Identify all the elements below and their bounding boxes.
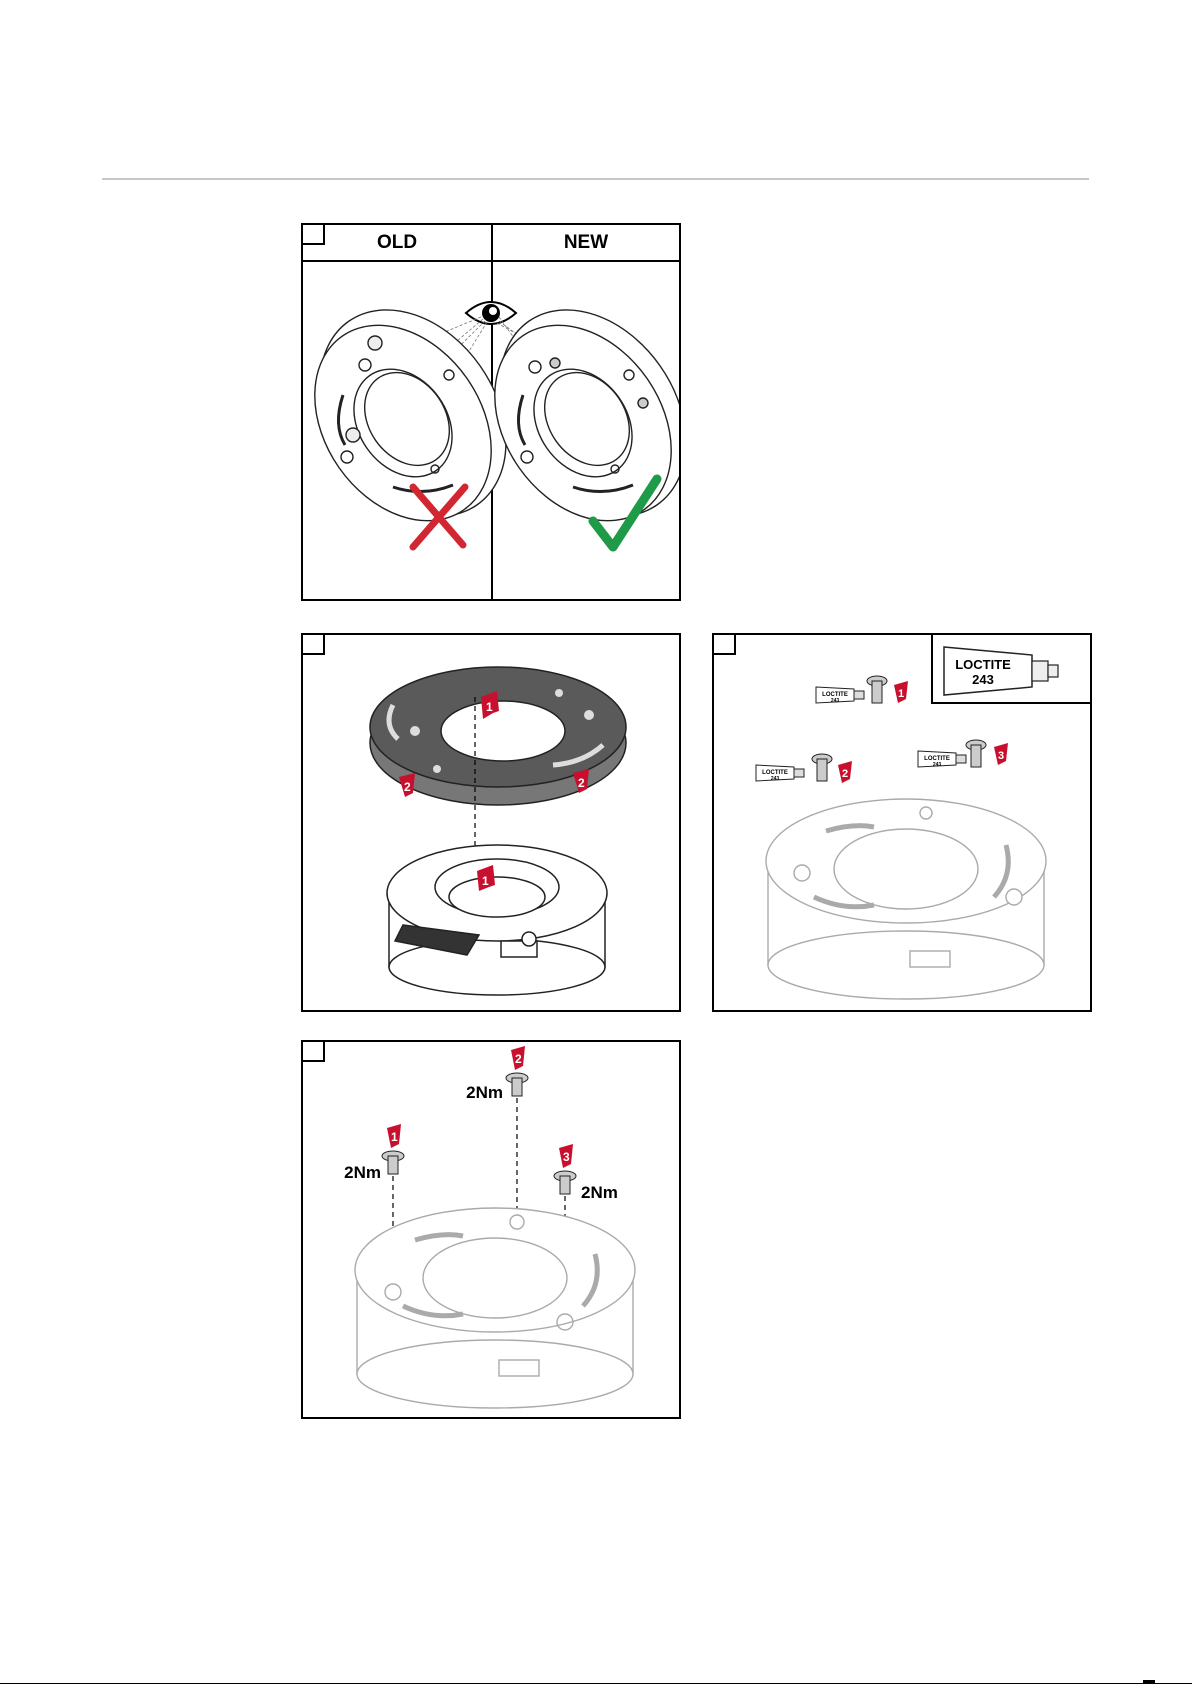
small-tube-1: LOCTITE 243 [816, 676, 887, 704]
footer-mark [1143, 1680, 1155, 1683]
screw-2 [506, 1073, 528, 1096]
tube-number: 243 [972, 672, 994, 687]
footer-divider [0, 1683, 1192, 1684]
assembly-illustration: 1 2 2 1 [303, 635, 679, 1010]
small-tube-2: LOCTITE 243 [756, 754, 832, 782]
svg-text:1: 1 [898, 688, 904, 700]
step-number-2: 2 [515, 1052, 522, 1066]
panel-old-vs-new: OLD NEW [301, 223, 681, 601]
svg-text:243: 243 [933, 762, 942, 768]
torque-label-3: 2Nm [581, 1183, 618, 1202]
step-number-2: 2 [404, 780, 411, 794]
faded-housing [355, 1208, 635, 1408]
tube-brand: LOCTITE [955, 657, 1011, 672]
step-number-2: 2 [578, 776, 585, 790]
step-number-1: 1 [482, 874, 489, 888]
step-number-1: 1 [391, 1130, 398, 1144]
svg-text:243: 243 [771, 776, 780, 782]
header-divider [102, 178, 1089, 180]
panel-torque: 2Nm 2Nm 2Nm 1 2 3 [301, 1040, 681, 1419]
small-tube-3: LOCTITE 243 [918, 740, 986, 768]
panel-assembly: 1 2 2 1 [301, 633, 681, 1012]
bottom-housing [387, 845, 607, 995]
torque-illustration: 2Nm 2Nm 2Nm 1 2 3 [303, 1042, 679, 1417]
faded-housing [766, 799, 1046, 999]
old-new-illustration [303, 225, 679, 599]
screw-1 [382, 1151, 404, 1174]
step-number-1: 1 [486, 700, 493, 714]
panel-loctite: LOCTITE 243 LOCTITE 243 LOCTITE 243 LOCT… [712, 633, 1092, 1012]
svg-text:3: 3 [998, 750, 1004, 762]
loctite-illustration: LOCTITE 243 LOCTITE 243 LOCTITE 243 LOCT… [714, 635, 1090, 1010]
eye-icon [466, 302, 516, 324]
step-number-3: 3 [563, 1150, 570, 1164]
svg-text:2: 2 [842, 768, 848, 780]
torque-label-1: 2Nm [344, 1163, 381, 1182]
svg-text:243: 243 [831, 698, 840, 704]
screw-3 [554, 1171, 576, 1194]
torque-label-2: 2Nm [466, 1083, 503, 1102]
